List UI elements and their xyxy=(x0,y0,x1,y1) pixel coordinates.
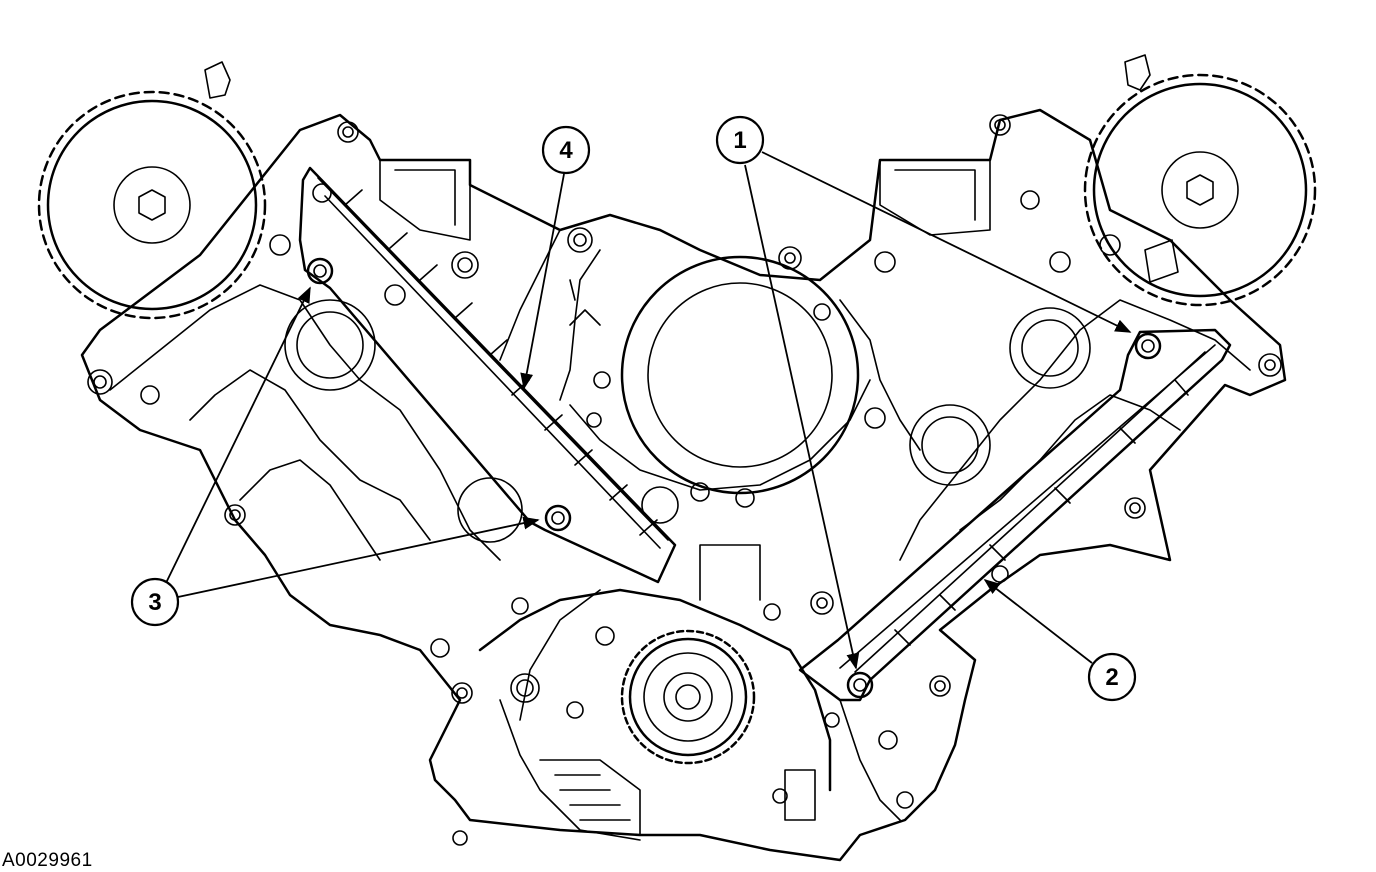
leader-3-lower xyxy=(177,516,540,598)
right-tensioner-arm xyxy=(798,328,1232,702)
figure-id: A0029961 xyxy=(2,850,93,871)
crankshaft-sprocket xyxy=(620,629,756,765)
leader-1-upper xyxy=(761,151,1132,333)
callout-4-label: 4 xyxy=(559,137,573,164)
callout-3: 3 xyxy=(130,577,180,627)
leader-4 xyxy=(520,173,565,390)
leader-1-lower xyxy=(744,164,860,670)
callout-1: 1 xyxy=(715,115,765,165)
guide-bolt-lower-left xyxy=(544,504,572,532)
leader-2 xyxy=(983,579,1093,664)
leader-3-upper xyxy=(164,286,311,586)
tensioner-bolt-lower-right xyxy=(846,671,874,699)
guide-bolt-upper-left xyxy=(306,257,334,285)
leader-lines xyxy=(164,151,1132,670)
right-camshaft-sprocket xyxy=(1083,73,1317,307)
callout-1-label: 1 xyxy=(733,127,746,154)
left-camshaft-sprocket xyxy=(37,90,267,320)
callout-2-label: 2 xyxy=(1105,664,1118,691)
tensioner-bolt-upper-right xyxy=(1134,332,1162,360)
callout-4: 4 xyxy=(541,125,591,175)
engine-block xyxy=(80,54,1287,862)
callout-2: 2 xyxy=(1087,652,1137,702)
callout-3-label: 3 xyxy=(148,589,161,616)
